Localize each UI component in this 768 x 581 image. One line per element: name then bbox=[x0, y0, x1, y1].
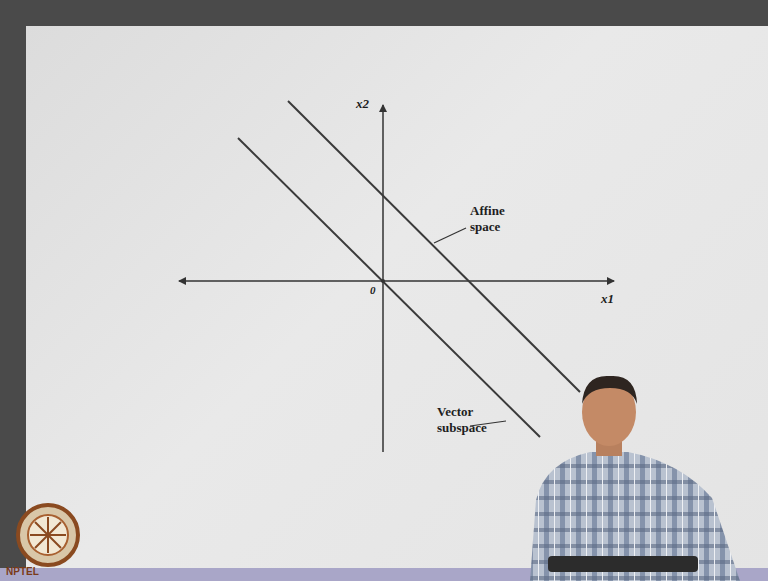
callout-label: Affine space bbox=[470, 203, 505, 236]
origin-label: 0 bbox=[370, 284, 376, 298]
callout-label: Vector subspace bbox=[437, 404, 487, 437]
subspace-line bbox=[238, 138, 540, 437]
axis-label: x2 bbox=[356, 96, 369, 112]
logo-emblem bbox=[18, 505, 78, 565]
leader-line bbox=[434, 228, 466, 243]
x2-axis bbox=[382, 105, 384, 450]
logo-text: NPTEL bbox=[6, 566, 39, 579]
x1-axis bbox=[383, 280, 614, 282]
affine-line bbox=[288, 101, 580, 392]
axis-label: x1 bbox=[601, 291, 614, 307]
presenter-figure bbox=[530, 376, 740, 581]
